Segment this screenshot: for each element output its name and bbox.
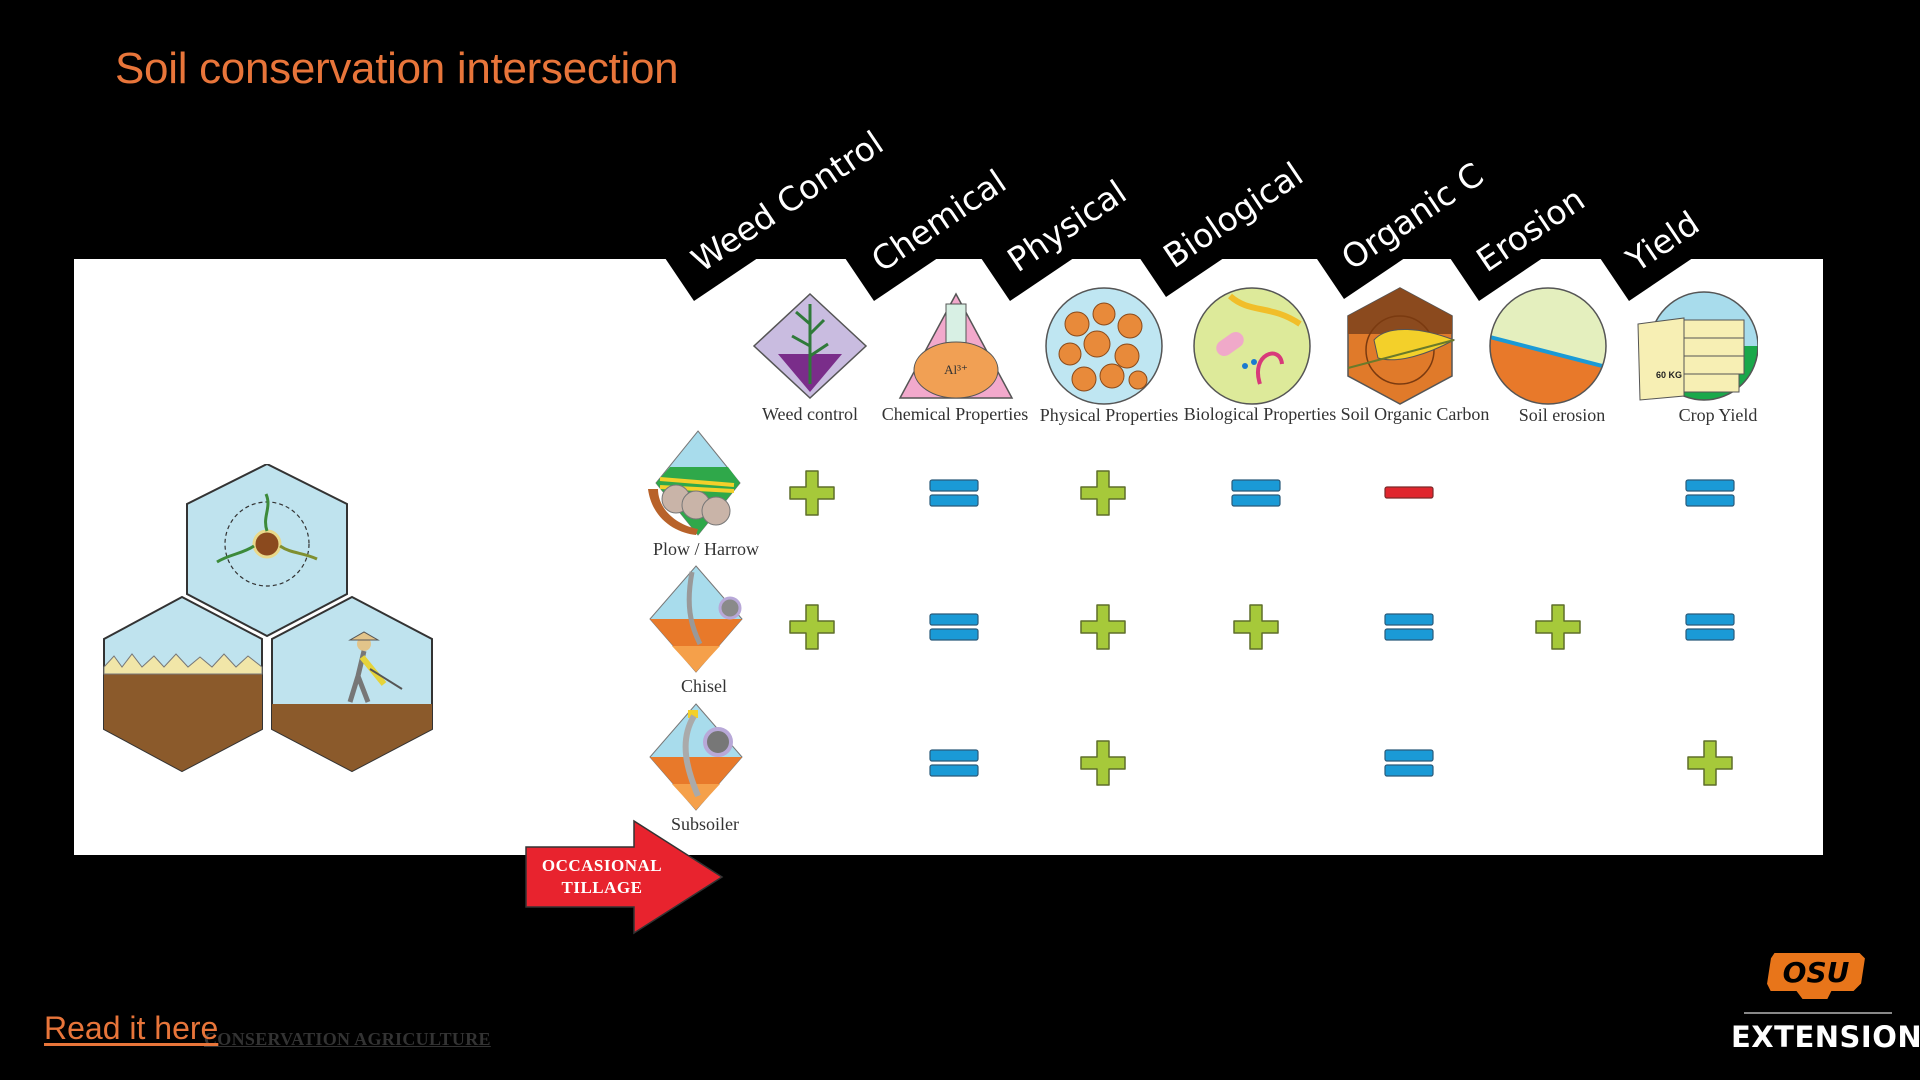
conservation-agriculture-hexagons	[103, 464, 433, 773]
decrease-minus-icon	[1384, 486, 1434, 499]
svg-text:60 KG: 60 KG	[1656, 370, 1682, 380]
weed-plant-icon	[752, 292, 868, 400]
increase-plus-icon	[1535, 604, 1581, 650]
chisel-icon	[649, 565, 743, 673]
no-change-equals-icon	[1231, 479, 1281, 507]
occasional-tillage-label: OCCASIONAL TILLAGE	[541, 856, 663, 897]
no-change-equals-icon	[929, 613, 979, 641]
column-caption-erosion: Soil erosion	[1518, 405, 1606, 425]
increase-plus-icon	[1080, 470, 1126, 516]
no-change-equals-icon	[929, 749, 979, 777]
svg-text:Al³⁺: Al³⁺	[944, 362, 968, 377]
column-tag-yield: Yield	[1594, 178, 1736, 301]
svg-text:OSU: OSU	[1783, 956, 1850, 989]
residue-cover-hexagon	[103, 595, 263, 773]
osu-logo: OSU	[1764, 951, 1868, 1001]
soil-aggregate-icon	[1045, 287, 1163, 405]
column-caption-yield: Crop Yield	[1678, 405, 1758, 425]
soil-erosion-icon	[1489, 287, 1607, 405]
no-change-equals-icon	[1685, 479, 1735, 507]
increase-plus-icon	[1687, 740, 1733, 786]
row-label-subsoiler: Subsoiler	[670, 814, 740, 834]
increase-plus-icon	[1080, 740, 1126, 786]
soil-microbes-icon	[1193, 287, 1311, 405]
increase-plus-icon	[789, 604, 835, 650]
no-change-equals-icon	[1384, 749, 1434, 777]
slide-title: Soil conservation intersection	[115, 44, 679, 93]
grain-sacks-icon: 60 KG	[1637, 291, 1758, 401]
no-change-equals-icon	[1685, 613, 1735, 641]
leaf-carbon-icon	[1347, 287, 1456, 405]
conservation-agriculture-label: CONSERVATION AGRICULTURE	[204, 1029, 491, 1049]
row-label-chisel: Chisel	[680, 676, 728, 696]
crop-rotation-hexagon	[186, 464, 348, 638]
no-change-equals-icon	[1384, 613, 1434, 641]
increase-plus-icon	[789, 470, 835, 516]
read-it-here-link[interactable]: Read it here	[44, 1010, 219, 1046]
no-change-equals-icon	[929, 479, 979, 507]
column-caption-organic-carbon: Soil Organic Carbon	[1340, 404, 1490, 424]
plow-harrow-icon	[648, 430, 741, 536]
column-caption-weed-control: Weed control	[761, 404, 859, 424]
occasional-tillage-arrow	[525, 819, 724, 935]
minimal-disturbance-hexagon	[271, 595, 433, 773]
chemistry-flask-icon: Al³⁺	[898, 292, 1014, 399]
extension-wordmark: EXTENSION	[1731, 1020, 1920, 1054]
increase-plus-icon	[1080, 604, 1126, 650]
column-caption-biological: Biological Properties	[1183, 404, 1337, 424]
row-label-plow-harrow: Plow / Harrow	[653, 539, 759, 559]
column-caption-chemical: Chemical Properties	[881, 404, 1029, 424]
column-caption-physical: Physical Properties	[1039, 405, 1179, 425]
logo-divider	[1744, 1012, 1892, 1014]
tillage-effects-figure: CONSERVATION AGRICULTURE OCCASIONAL TILL…	[74, 115, 1823, 1049]
increase-plus-icon	[1233, 604, 1279, 650]
subsoiler-icon	[649, 703, 743, 811]
column-tag-biological: Biological	[1131, 134, 1331, 297]
